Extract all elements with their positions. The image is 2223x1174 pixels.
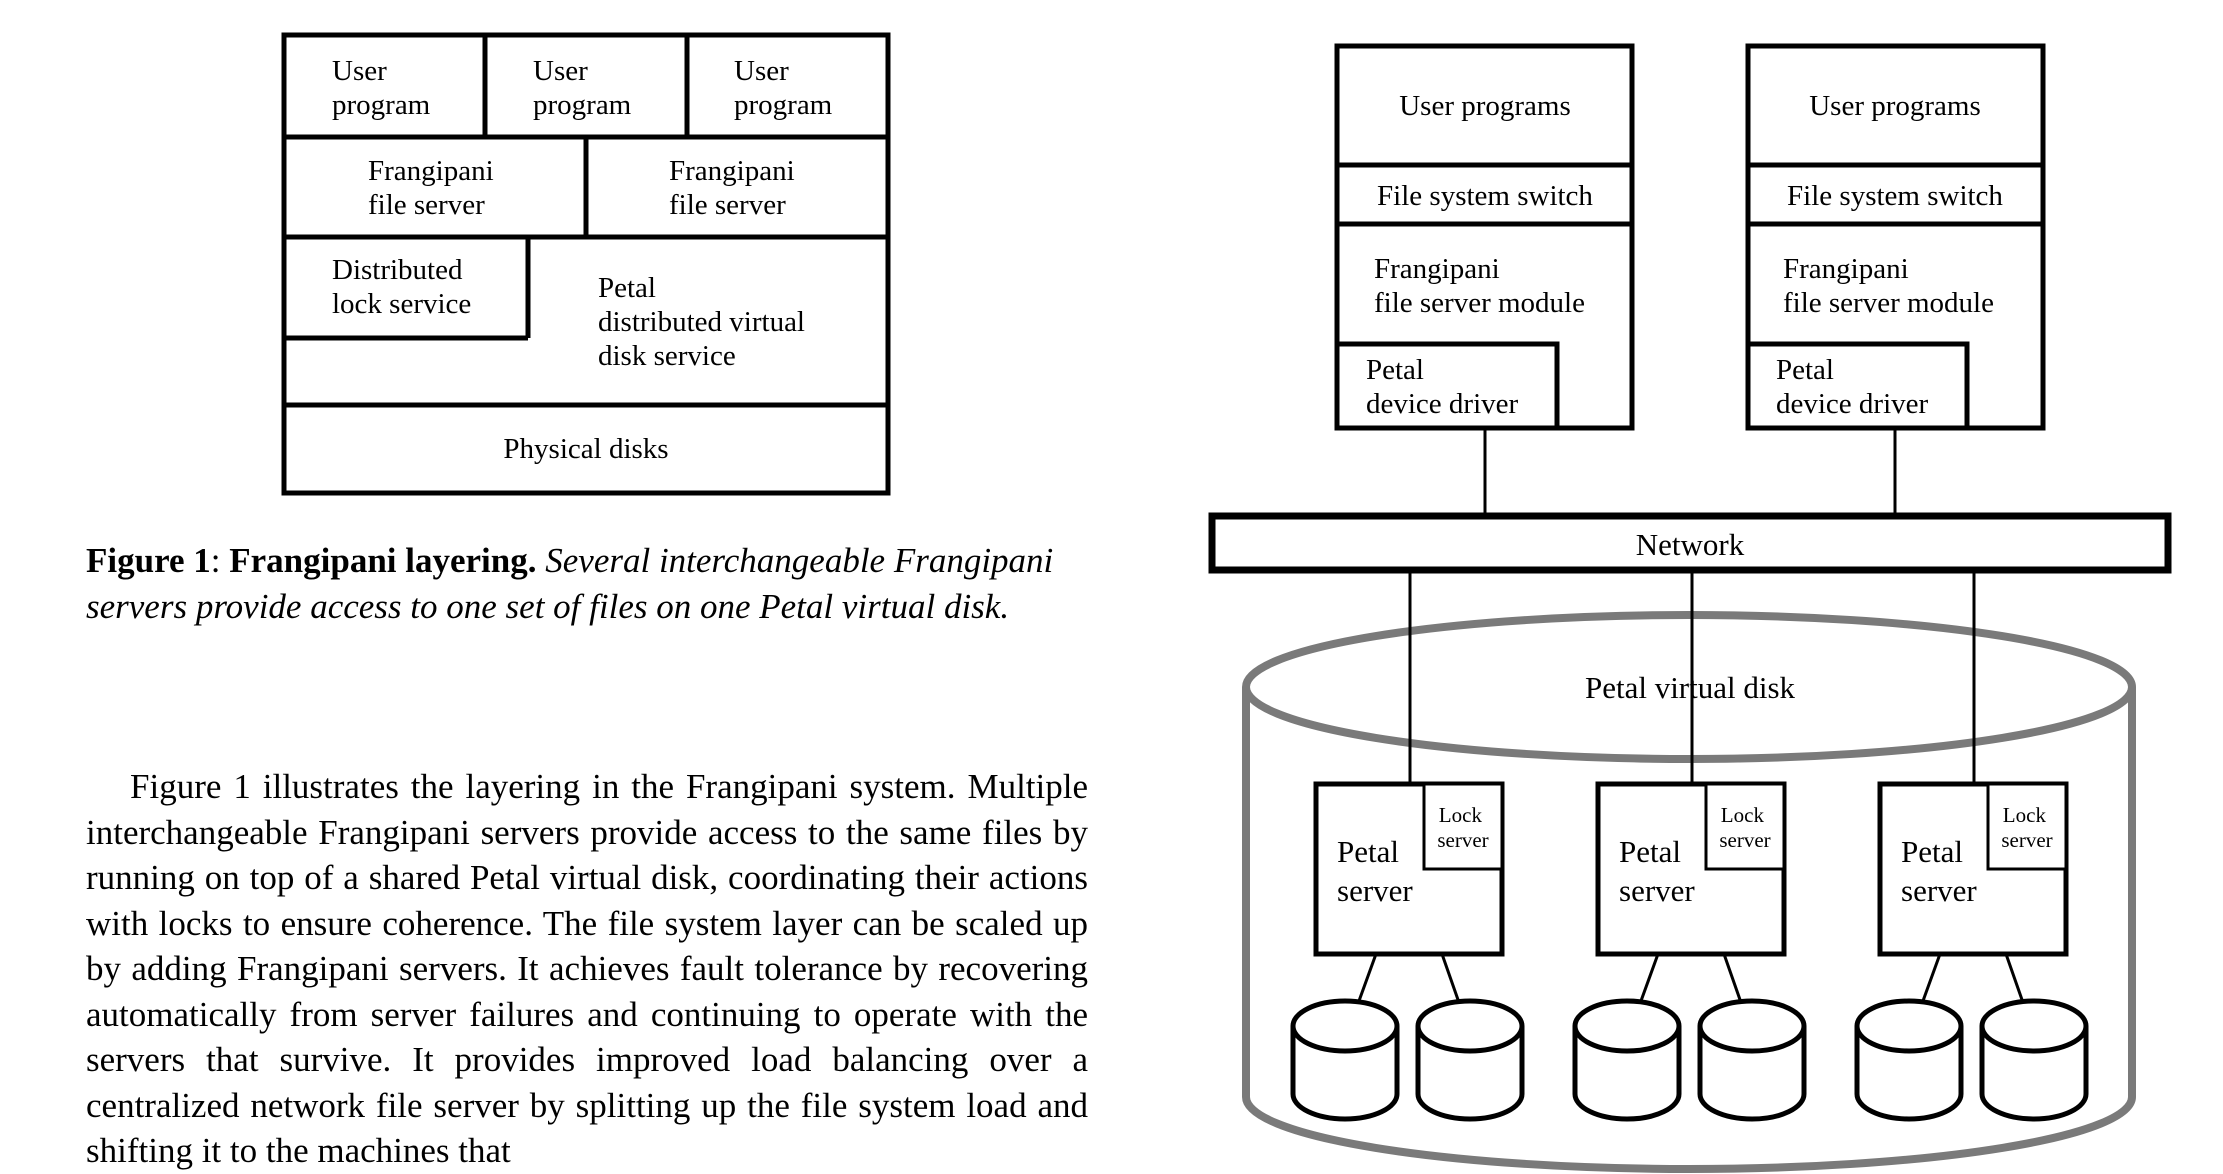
user-program-1-label: User program xyxy=(332,55,431,121)
petal-server-3 xyxy=(1877,781,2069,957)
physical-disk-5 xyxy=(1854,998,1964,1122)
client-2-petal-driver-label: Petal device driver xyxy=(1776,354,1929,420)
client-1-petal-driver-label: Petal device driver xyxy=(1366,354,1519,420)
layer-stack-frame xyxy=(281,32,891,496)
figure-1-caption: Figure 1: Frangipani layering. Several i… xyxy=(86,538,1088,630)
petal-virtual-disk-label: Petal virtual disk xyxy=(1585,670,1796,705)
physical-disk-2 xyxy=(1415,998,1525,1122)
client-1-user-programs-label: User programs xyxy=(1399,90,1571,122)
caption-separator: : xyxy=(210,541,230,580)
client-2-frangipani-module-label: Frangipani file server module xyxy=(1783,253,1994,319)
physical-disk-6 xyxy=(1979,998,2089,1122)
petal-service-label: Petal distributed virtual disk service xyxy=(598,272,812,372)
petal-server-2 xyxy=(1595,781,1787,957)
petal-server-1-label: Petal server xyxy=(1337,834,1413,908)
lock-service-label: Distributed lock service xyxy=(332,254,471,320)
physical-disk-4 xyxy=(1697,998,1807,1122)
client-1-frangipani-module-label: Frangipani file server module xyxy=(1374,253,1585,319)
client-2-user-programs-label: User programs xyxy=(1809,90,1981,122)
physical-disk-3 xyxy=(1572,998,1682,1122)
frangipani-server-1-label: Frangipani file server xyxy=(368,155,501,221)
frangipani-server-2-label: Frangipani file server xyxy=(669,155,802,221)
figure-2-architecture-diagram: User programs File system switch Frangip… xyxy=(1208,43,2172,1173)
client-machine-2 xyxy=(1745,43,2046,431)
physical-disks-label: Physical disks xyxy=(503,433,668,465)
body-text: Figure 1 illustrates the layering in the… xyxy=(86,764,1088,1174)
lock-server-3-label: Lock server xyxy=(2001,803,2052,852)
petal-server-1 xyxy=(1313,781,1505,957)
lock-server-1-box xyxy=(1422,782,1504,871)
body-paragraph: Figure 1 illustrates the layering in the… xyxy=(86,767,1088,1170)
petal-server-2-label: Petal server xyxy=(1619,834,1695,908)
client-2-fs-switch-label: File system switch xyxy=(1787,180,2003,212)
network-label: Network xyxy=(1636,527,1745,562)
lock-server-1-label: Lock server xyxy=(1437,803,1488,852)
lock-server-2-label: Lock server xyxy=(1719,803,1770,852)
lock-server-2-box xyxy=(1704,782,1786,871)
petal-virtual-disk-cylinder xyxy=(1242,611,2136,1173)
figure-1-layering-diagram: User program User program User program F… xyxy=(281,32,891,496)
caption-title: Frangipani layering. xyxy=(229,541,537,580)
user-program-2-label: User program xyxy=(533,55,632,121)
client-1-fs-switch-label: File system switch xyxy=(1377,180,1593,212)
user-program-3-label: User program xyxy=(734,55,833,121)
lock-server-3-box xyxy=(1986,782,2068,871)
physical-disk-1 xyxy=(1290,998,1400,1122)
caption-text: Several interchangeable Frangipani serve… xyxy=(86,541,1054,626)
petal-server-3-label: Petal server xyxy=(1901,834,1977,908)
caption-figure-number: Figure 1 xyxy=(86,541,211,580)
network-bar xyxy=(1208,512,2172,574)
